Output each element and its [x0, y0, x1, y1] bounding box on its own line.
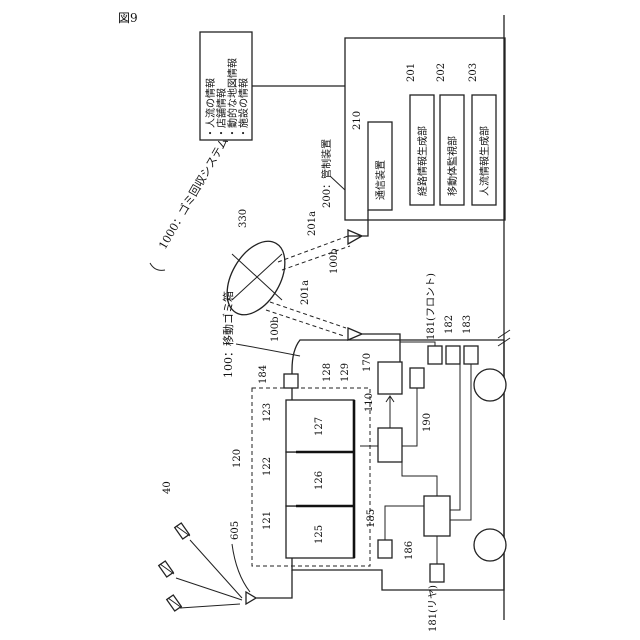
leader-605: [232, 544, 250, 592]
box-antenna: [348, 328, 400, 362]
figure-label: 図9: [118, 11, 138, 25]
sensor-181-front: [428, 346, 442, 364]
unit-170: [378, 362, 402, 394]
n202: 202: [436, 63, 447, 82]
n100b-1: 100b: [329, 249, 340, 275]
n201: 201: [406, 63, 417, 82]
wheel-front: [474, 369, 506, 401]
n183: 183: [462, 315, 473, 334]
mobile-box-leader: [236, 344, 300, 356]
wheel-rear: [474, 529, 506, 561]
satellite-2: [159, 561, 174, 577]
info-item-2: ・店舗情報: [215, 88, 228, 138]
n123: 123: [262, 403, 273, 422]
n203: 203: [468, 63, 479, 82]
controller-110: [378, 428, 402, 462]
arrow-110-170: [386, 396, 394, 428]
info-item-1: ・人流の情報: [204, 78, 217, 138]
n128: 128: [322, 363, 333, 382]
n129: 129: [340, 363, 351, 382]
line-185: [385, 506, 424, 540]
n201a-1: 201a: [307, 211, 318, 236]
controller-186: [424, 496, 450, 536]
n185: 185: [366, 509, 377, 528]
satellite-3: [167, 595, 182, 611]
comm-label: 通信装置: [374, 160, 387, 200]
line-190: [402, 388, 417, 446]
n605: 605: [230, 521, 241, 540]
n190: 190: [422, 413, 433, 432]
sensor-181-rear: [430, 564, 444, 582]
n330: 330: [238, 209, 249, 228]
info-item-3: ・動的な地図情報: [226, 58, 239, 138]
satellite-1: [175, 523, 190, 539]
n201a-2: 201a: [300, 280, 311, 305]
sensor-185: [378, 540, 392, 558]
system-label-arrow: [150, 263, 165, 270]
n125: 125: [314, 525, 325, 544]
network-cross: [232, 254, 282, 300]
n186: 186: [404, 541, 415, 560]
unit-190: [410, 368, 424, 388]
n181-rear: 181(リヤ): [428, 585, 439, 632]
satellite-rays: [176, 540, 242, 608]
n181-front: 181(フロント): [426, 273, 437, 340]
n122: 122: [262, 457, 273, 476]
sensor-182: [446, 346, 460, 364]
n126: 126: [314, 471, 325, 490]
n127: 127: [314, 417, 325, 436]
system-label: 1000：ゴミ回収システム: [155, 135, 230, 252]
n110: 110: [364, 393, 375, 412]
n40: 40: [162, 481, 173, 494]
n121: 121: [262, 511, 273, 530]
n210: 210: [352, 111, 363, 130]
n170: 170: [362, 353, 373, 372]
monitor-label: 移動体監視部: [446, 136, 459, 196]
info-item-4: ・施設の情報: [237, 78, 250, 138]
n184: 184: [258, 365, 269, 384]
sensor-184: [284, 374, 298, 388]
n120: 120: [232, 449, 243, 468]
gps-antenna: [246, 570, 292, 604]
mobile-box-label: 100：移動ゴミ箱: [221, 291, 235, 378]
n182: 182: [444, 315, 455, 334]
crowd-label: 人流情報生成部: [478, 126, 491, 196]
server-label: 200：管制装置: [320, 139, 333, 208]
route-label: 経路情報生成部: [416, 126, 429, 196]
sensor-183: [464, 346, 478, 364]
n100b-2: 100b: [270, 317, 281, 343]
